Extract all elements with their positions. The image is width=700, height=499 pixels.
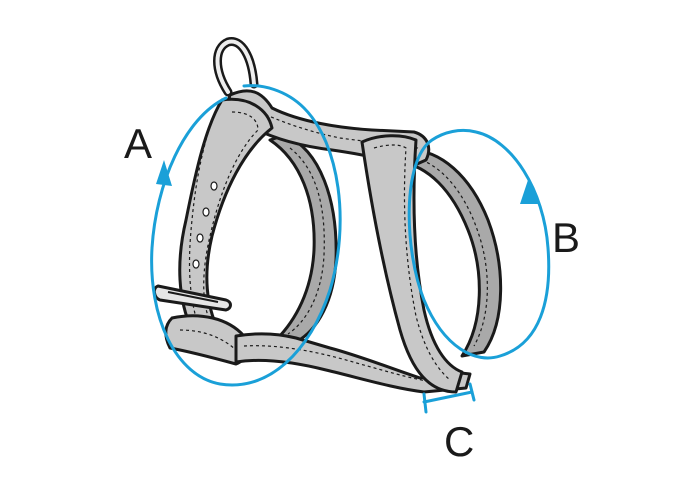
neck-measure-a	[150, 84, 342, 387]
buckle-icon	[152, 284, 249, 366]
chest-measure-b	[407, 128, 551, 360]
rear-neck-strap	[268, 133, 338, 344]
arrow-b-head-icon	[520, 180, 540, 204]
label-c: C	[444, 418, 474, 465]
label-b: B	[552, 214, 580, 261]
strap-width-measure-c	[422, 382, 476, 414]
label-a: A	[124, 120, 152, 167]
arrow-a-head-icon	[156, 160, 172, 186]
chest-loop-near-strap	[360, 134, 464, 394]
adjustment-holes	[192, 181, 218, 269]
neck-loop-front-strap	[178, 97, 274, 332]
chest-loop-far-strap	[398, 148, 503, 358]
d-ring-icon	[213, 37, 259, 97]
